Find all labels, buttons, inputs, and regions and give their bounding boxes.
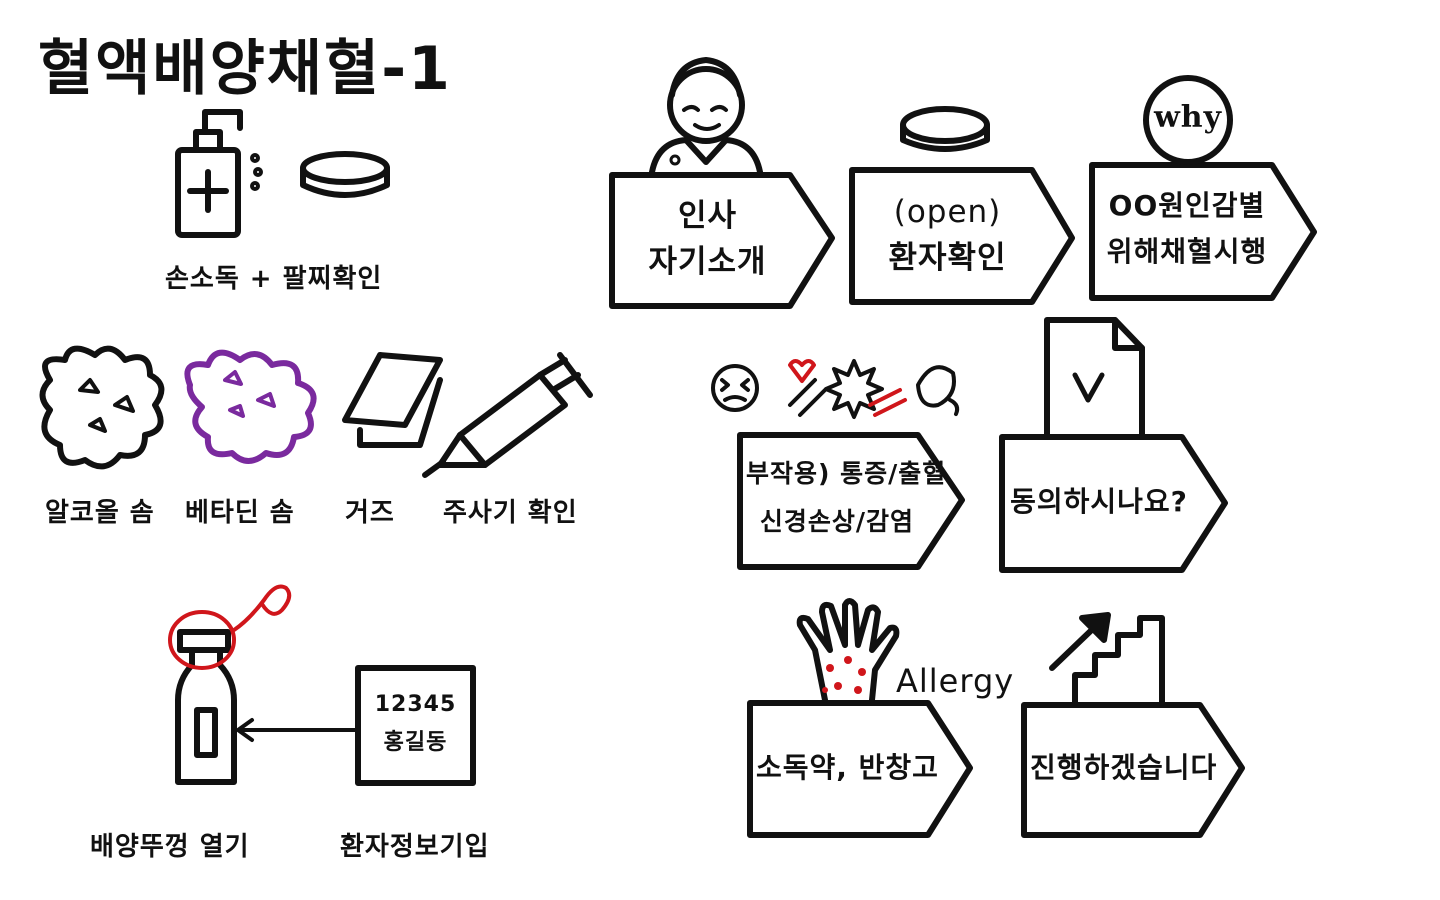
culture-dish-icon	[900, 106, 990, 152]
open-bottle-label: 배양뚜껑 열기	[90, 832, 250, 862]
allergy-tag: Allergy	[896, 662, 1015, 700]
consent-document-icon	[1044, 317, 1145, 440]
why-badge-text: why	[1153, 100, 1223, 135]
betadine-swab-label: 베타딘 솜	[185, 498, 295, 528]
betadine-swab-icon	[184, 349, 317, 464]
hand-hygiene-label: 손소독 + 팔찌확인	[165, 264, 383, 294]
patient-card-name: 홍길동	[383, 730, 448, 755]
info-transfer-arrow	[236, 718, 357, 742]
alcohol-swab-label: 알코올 솜	[45, 498, 155, 528]
allergy-label: 소독약, 반창고	[756, 751, 939, 784]
patient-check-label: 환자확인	[888, 240, 1007, 276]
patient-check-arrow-box	[849, 167, 1075, 305]
greeting-line-2: 자기소개	[648, 244, 767, 280]
page-title: 혈액배양채혈-1	[38, 34, 452, 104]
alcohol-swab-icon	[39, 345, 165, 470]
greeting-line-1: 인사	[677, 198, 738, 234]
consent-arrow-box	[999, 434, 1228, 573]
allergy-hand-icon	[796, 598, 900, 703]
side-effects-line-2: 신경손상/감염	[759, 507, 915, 536]
patient-card-number: 12345	[374, 692, 457, 717]
allergy-arrow-box	[747, 700, 973, 838]
purpose-line-1: OO원인감별	[1108, 189, 1266, 222]
culture-bottle-icon	[168, 584, 292, 785]
proceed-arrow-box	[1021, 702, 1245, 838]
hand-sanitizer-icon	[175, 109, 263, 238]
nurse-icon	[649, 57, 763, 175]
greeting-arrow-box	[609, 172, 835, 309]
side-effect-icons	[711, 359, 960, 419]
patient-card-frame	[355, 665, 476, 786]
consent-label: 동의하시나요?	[1010, 485, 1188, 518]
patient-info-label: 환자정보기입	[340, 832, 490, 862]
syringe-label: 주사기 확인	[443, 498, 578, 528]
purpose-arrow-box	[1089, 162, 1317, 301]
syringe-icon	[422, 352, 593, 478]
open-label: (open)	[893, 194, 1002, 230]
purpose-line-2: 위해채혈시행	[1106, 235, 1268, 268]
side-effects-arrow-box	[737, 432, 965, 570]
proceed-label: 진행하겠습니다	[1030, 751, 1218, 784]
side-effects-line-1: 부작용) 통증/출혈	[746, 459, 947, 488]
wristband-icon	[300, 151, 390, 198]
gauze-icon	[342, 352, 443, 448]
gauze-label: 거즈	[345, 498, 395, 528]
stairs-progress-icon	[1049, 612, 1165, 706]
why-badge-circle	[1143, 75, 1233, 165]
